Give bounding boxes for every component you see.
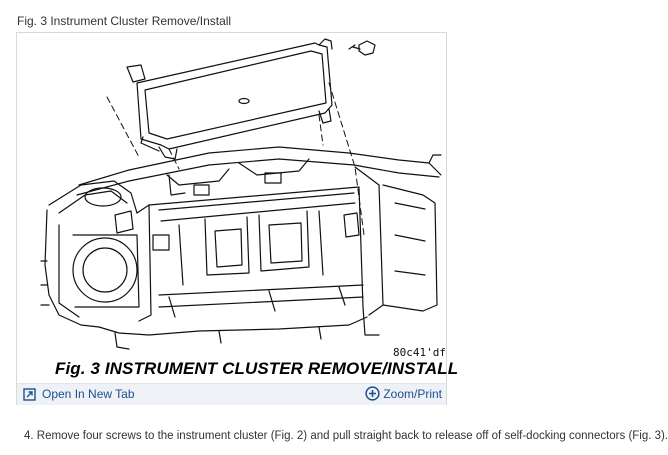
zoom-plus-icon [365, 386, 380, 401]
figure-frame: 80c41'df Fig. 3 INSTRUMENT CLUSTER REMOV… [16, 32, 458, 405]
open-in-new-tab-link[interactable]: Open In New Tab [23, 387, 135, 401]
screw-drawing [348, 40, 376, 56]
cluster-bezel-drawing [126, 38, 333, 160]
figure-caption: Fig. 3 Instrument Cluster Remove/Install [17, 14, 232, 28]
zoom-print-link[interactable]: Zoom/Print [365, 386, 442, 401]
instruction-step-4: 4. Remove four screws to the instrument … [24, 430, 668, 442]
figure-title: Fig. 3 INSTRUMENT CLUSTER REMOVE/INSTALL [55, 359, 459, 378]
dashboard-drawing [40, 146, 442, 350]
figure-toolbar: Open In New Tab Zoom/Print [17, 383, 446, 405]
open-in-new-tab-label: Open In New Tab [42, 387, 135, 401]
instrument-cluster-diagram [40, 38, 442, 350]
open-in-new-tab-icon [23, 387, 36, 401]
figure-code: 80c41'df [393, 346, 446, 359]
zoom-print-label: Zoom/Print [383, 386, 442, 401]
